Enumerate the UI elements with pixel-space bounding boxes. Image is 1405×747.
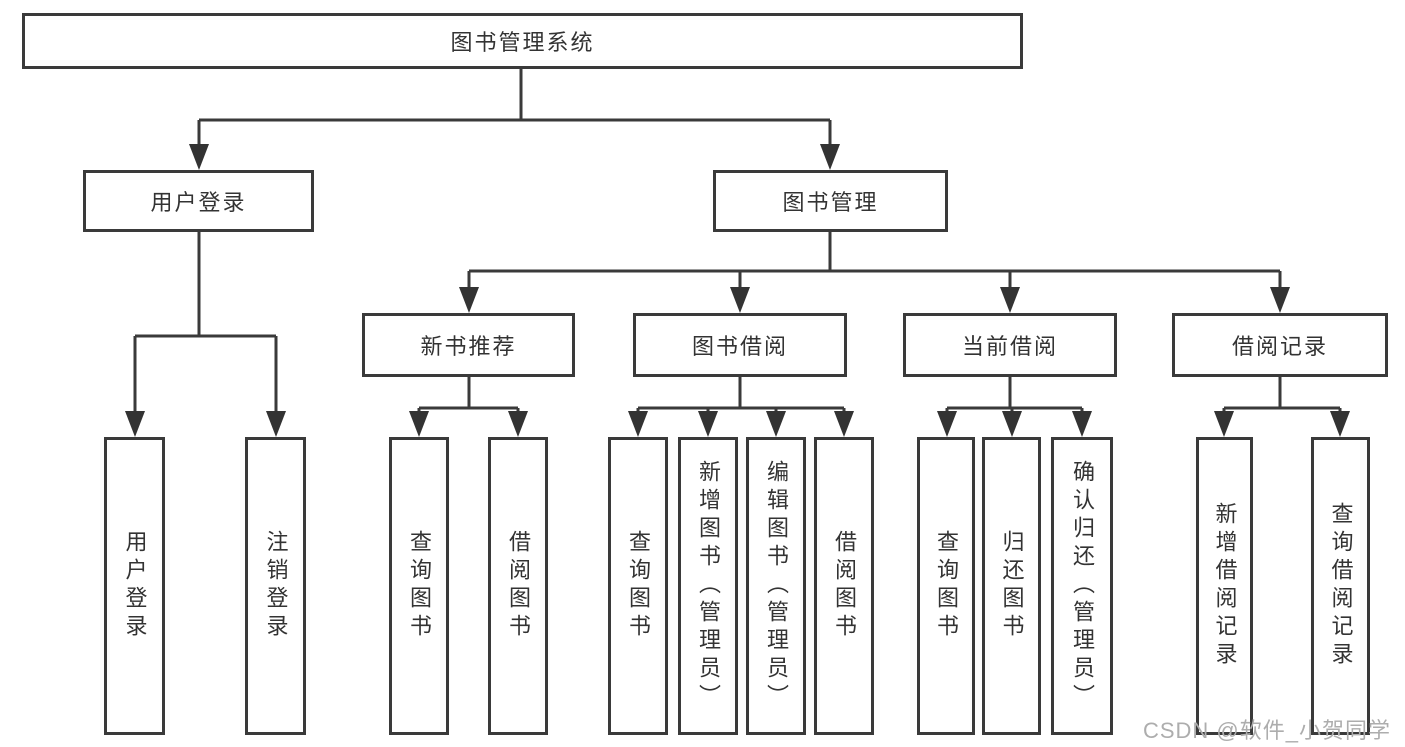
leaf-borrow-books-borrowing: 借阅图书 xyxy=(814,437,874,735)
leaf-borrow-books-recommend: 借阅图书 xyxy=(488,437,548,735)
node-current-borrowing: 当前借阅 xyxy=(903,313,1117,377)
leaf-add-borrow-record: 新增借阅记录 xyxy=(1196,437,1253,735)
leaf-query-books-current: 查询图书 xyxy=(917,437,975,735)
leaf-query-borrow-record: 查询借阅记录 xyxy=(1311,437,1370,735)
node-borrowing-records: 借阅记录 xyxy=(1172,313,1388,377)
leaf-edit-books-admin: 编辑图书（管理员） xyxy=(746,437,806,735)
node-user-login: 用户登录 xyxy=(83,170,314,232)
leaf-user-login: 用户登录 xyxy=(104,437,165,735)
leaf-query-books-recommend: 查询图书 xyxy=(389,437,449,735)
node-book-borrowing: 图书借阅 xyxy=(633,313,847,377)
leaf-confirm-return-admin: 确认归还（管理员） xyxy=(1051,437,1113,735)
leaf-return-books: 归还图书 xyxy=(982,437,1041,735)
leaf-logout: 注销登录 xyxy=(245,437,306,735)
leaf-add-books-admin: 新增图书（管理员） xyxy=(678,437,738,735)
node-library-management-system: 图书管理系统 xyxy=(22,13,1023,69)
node-new-book-recommend: 新书推荐 xyxy=(362,313,575,377)
node-book-management: 图书管理 xyxy=(713,170,948,232)
leaf-query-books-borrowing: 查询图书 xyxy=(608,437,668,735)
csdn-watermark: CSDN @软件_小贺同学 xyxy=(1142,718,1391,743)
